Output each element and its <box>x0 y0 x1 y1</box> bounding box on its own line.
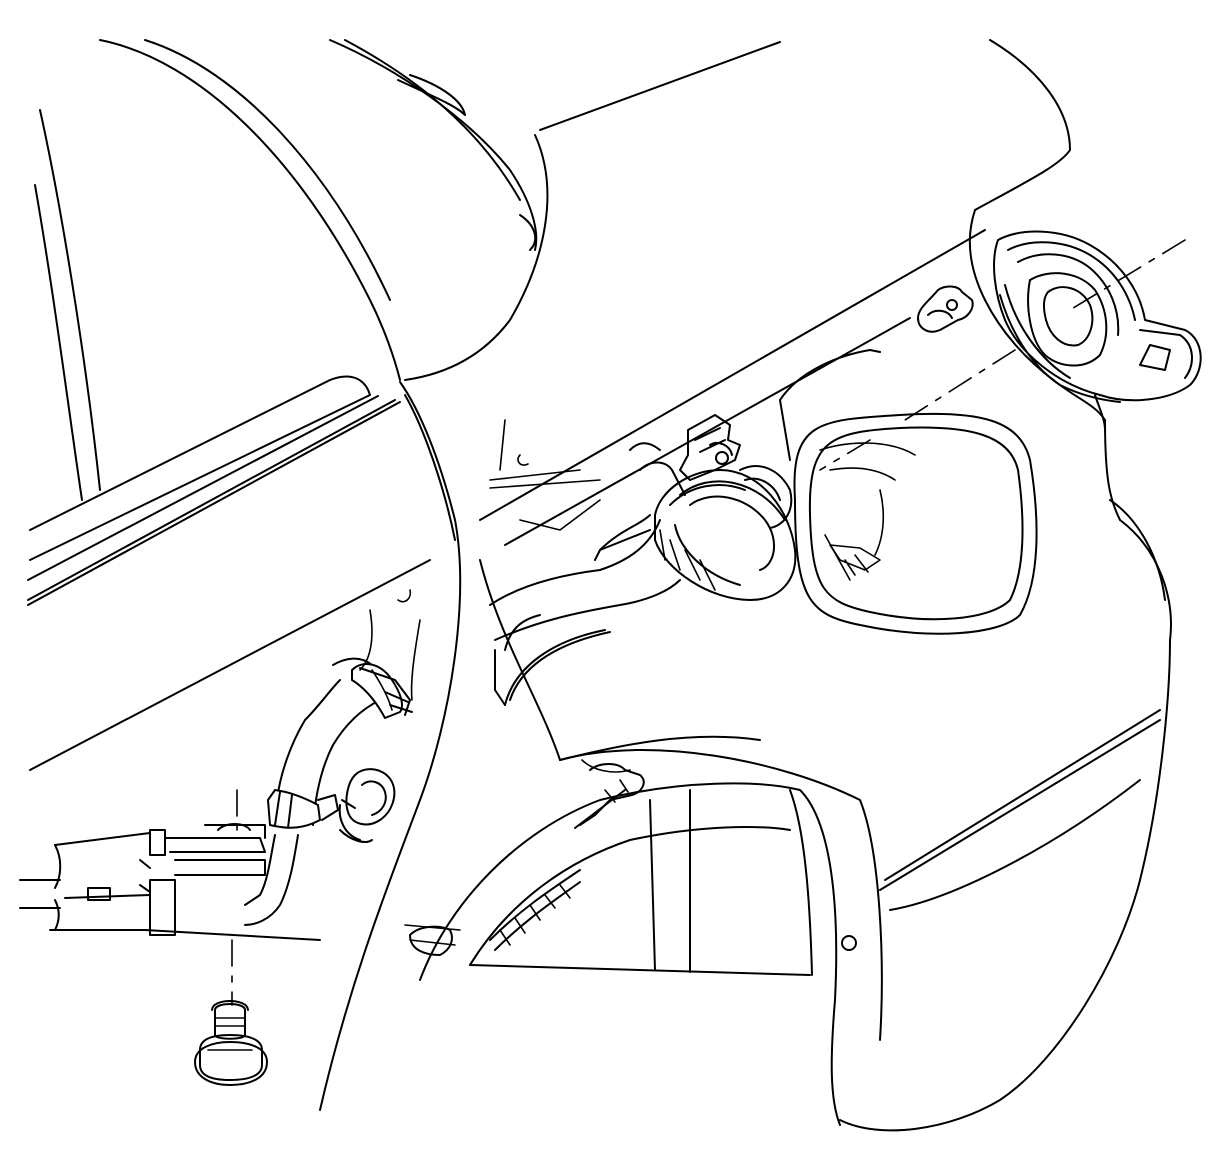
wheel-well-outline <box>404 559 857 1126</box>
assembly-center-lines <box>231 239 1186 1006</box>
quarter-panel-outline <box>319 39 1172 1132</box>
fuel-tank-vent-pipe <box>19 823 321 941</box>
rear-door-outline <box>27 39 538 771</box>
fuel-filler-housing <box>779 349 1038 635</box>
hose-grommet <box>338 768 396 843</box>
cap-tether-clip <box>917 285 974 333</box>
hose-clamp-lower <box>267 789 339 829</box>
fuel-filler-neck <box>489 514 681 706</box>
mounting-bolt <box>194 1000 268 1086</box>
hose-clamp-upper <box>351 663 413 719</box>
body-detail-lines <box>359 419 645 829</box>
fuel-filler-cap <box>984 230 1202 431</box>
filler-neck-head <box>629 442 797 601</box>
retainer-clip <box>679 414 741 481</box>
fuel-fill-hose <box>244 657 381 926</box>
